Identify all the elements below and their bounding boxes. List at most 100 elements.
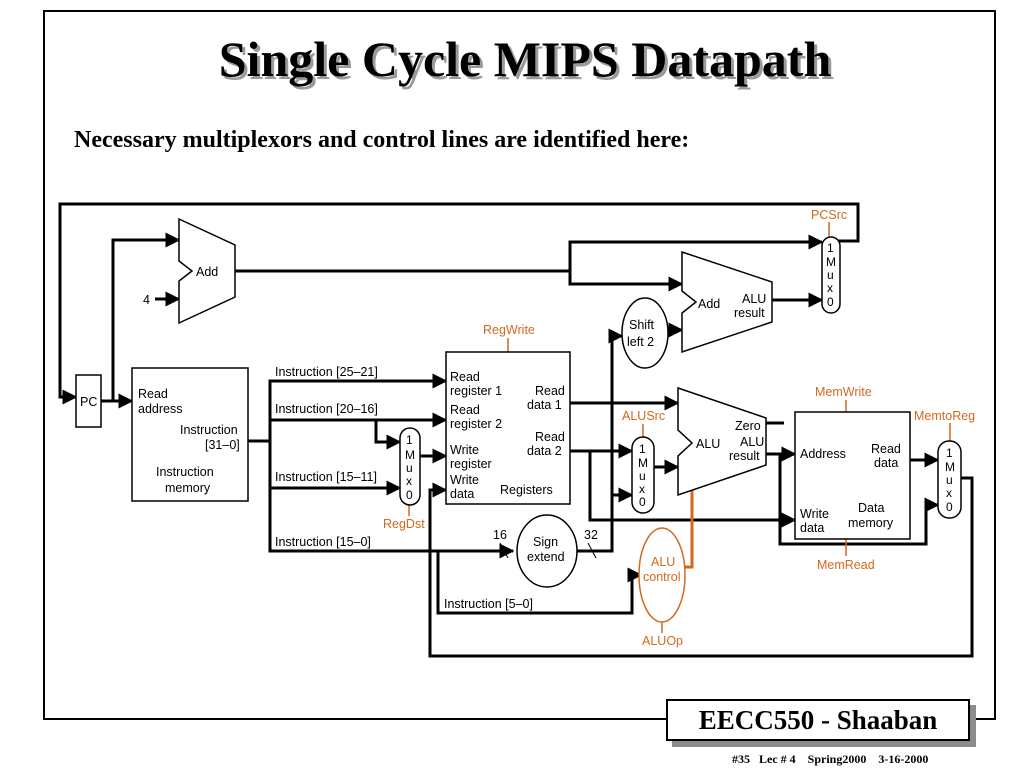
bit-width-16: 16 bbox=[493, 528, 507, 542]
reg-read-data-1-b: data 1 bbox=[527, 398, 562, 412]
memtoreg-mux-u: u bbox=[946, 473, 953, 487]
width-slash-32 bbox=[587, 542, 597, 559]
dmem-name-1: Data bbox=[858, 501, 884, 515]
sign-extend bbox=[516, 514, 578, 588]
regwrite-signal: RegWrite bbox=[483, 323, 535, 337]
shift-left-2 bbox=[621, 297, 669, 369]
course-badge: EECC550 - Shaaban bbox=[666, 699, 970, 741]
imem-name-1: Instruction bbox=[156, 465, 214, 479]
alu-zero-label: Zero bbox=[735, 419, 761, 433]
reg-write-register-b: register bbox=[450, 457, 492, 471]
alu-control bbox=[638, 527, 686, 623]
regdst-mux-m: M bbox=[405, 448, 415, 462]
memtoreg-mux-x: x bbox=[946, 486, 952, 500]
reg-write-data-b: data bbox=[450, 487, 474, 501]
reg-read-register-1-a: Read bbox=[450, 370, 480, 384]
pc-adder-label: Add bbox=[196, 265, 218, 279]
pc-register bbox=[75, 374, 102, 428]
regdst-signal: RegDst bbox=[383, 517, 425, 531]
field-5-0: Instruction [5–0] bbox=[444, 597, 533, 611]
dmem-name-2: memory bbox=[848, 516, 894, 530]
regdst-mux-u: u bbox=[406, 461, 413, 475]
branch-adder bbox=[681, 250, 773, 354]
alu-result-label-2: result bbox=[729, 449, 760, 463]
pcsrc-mux-zero: 0 bbox=[827, 295, 834, 309]
alu-result-label-1: ALU bbox=[740, 435, 764, 449]
shift-left-label-2: left 2 bbox=[627, 335, 654, 349]
alusrc-mux-one: 1 bbox=[639, 442, 646, 456]
dmem-read-data-2: data bbox=[874, 456, 898, 470]
sign-extend-label-1: Sign bbox=[533, 535, 558, 549]
reg-read-data-1-a: Read bbox=[535, 384, 565, 398]
control-lines bbox=[408, 222, 951, 633]
register-file bbox=[445, 351, 571, 505]
field-25-21: Instruction [25–21] bbox=[275, 365, 378, 379]
memwrite-signal: MemWrite bbox=[815, 385, 872, 399]
regdst-mux-x: x bbox=[406, 474, 412, 488]
const-four: 4 bbox=[143, 293, 150, 307]
reg-read-register-2-a: Read bbox=[450, 403, 480, 417]
instruction-memory bbox=[131, 367, 249, 502]
pcsrc-mux bbox=[821, 236, 841, 314]
imem-read-address-1: Read bbox=[138, 387, 168, 401]
reg-read-register-1-b: register 1 bbox=[450, 384, 502, 398]
memtoreg-mux-m: M bbox=[945, 460, 955, 474]
pcsrc-mux-u: u bbox=[827, 268, 834, 282]
reg-read-data-2-a: Read bbox=[535, 430, 565, 444]
bit-width-32: 32 bbox=[584, 528, 598, 542]
sign-extend-label-2: extend bbox=[527, 550, 565, 564]
regdst-mux-one: 1 bbox=[406, 433, 413, 447]
alu bbox=[677, 386, 767, 497]
field-15-0: Instruction [15–0] bbox=[275, 535, 371, 549]
reg-read-register-2-b: register 2 bbox=[450, 417, 502, 431]
reg-write-data-a: Write bbox=[450, 473, 479, 487]
branch-adder-result-2: result bbox=[734, 306, 765, 320]
slide-subtitle: Necessary multiplexors and control lines… bbox=[74, 127, 690, 153]
reg-write-register-a: Write bbox=[450, 443, 479, 457]
field-15-11: Instruction [15–11] bbox=[275, 470, 377, 484]
alusrc-signal: ALUSrc bbox=[622, 409, 665, 423]
data-memory bbox=[794, 411, 911, 540]
imem-read-address-2: address bbox=[138, 402, 182, 416]
regdst-mux bbox=[399, 427, 421, 506]
slide-footer: #35 Lec # 4 Spring2000 3-16-2000 bbox=[732, 752, 929, 766]
width-slash-16 bbox=[499, 542, 509, 559]
dmem-address-label: Address bbox=[800, 447, 846, 461]
alu-label: ALU bbox=[696, 437, 720, 451]
memtoreg-mux-one: 1 bbox=[946, 446, 953, 460]
alu-control-label-2: control bbox=[643, 570, 681, 584]
imem-instruction-1: Instruction bbox=[180, 423, 238, 437]
pcsrc-mux-one: 1 bbox=[827, 241, 834, 255]
slide-title: Single Cycle MIPS Datapath bbox=[218, 31, 832, 87]
wires bbox=[58, 202, 974, 658]
regdst-mux-zero: 0 bbox=[406, 488, 413, 502]
alu-control-label-1: ALU bbox=[651, 555, 675, 569]
alusrc-mux-zero: 0 bbox=[639, 495, 646, 509]
alusrc-mux bbox=[631, 436, 655, 514]
field-20-16: Instruction [20–16] bbox=[275, 402, 378, 416]
pc-label: PC bbox=[80, 395, 97, 409]
dmem-read-data-1: Read bbox=[871, 442, 901, 456]
memtoreg-signal: MemtoReg bbox=[914, 409, 975, 423]
imem-name-2: memory bbox=[165, 481, 211, 495]
memtoreg-mux-zero: 0 bbox=[946, 500, 953, 514]
pcsrc-mux-m: M bbox=[826, 255, 836, 269]
aluop-signal: ALUOp bbox=[642, 634, 683, 648]
dmem-write-data-1: Write bbox=[800, 507, 829, 521]
pcsrc-signal: PCSrc bbox=[811, 208, 847, 222]
dmem-write-data-2: data bbox=[800, 521, 824, 535]
pcsrc-mux-x: x bbox=[827, 281, 833, 295]
reg-read-data-2-b: data 2 bbox=[527, 444, 562, 458]
memtoreg-mux bbox=[937, 440, 962, 519]
reg-name: Registers bbox=[500, 483, 553, 497]
aluop-signal-line bbox=[685, 486, 694, 569]
alusrc-mux-m: M bbox=[638, 456, 648, 470]
pc-adder bbox=[178, 217, 236, 325]
alusrc-mux-u: u bbox=[639, 469, 646, 483]
shift-left-label-1: Shift bbox=[629, 318, 655, 332]
branch-adder-result-1: ALU bbox=[742, 292, 766, 306]
branch-adder-label: Add bbox=[698, 297, 720, 311]
memread-signal: MemRead bbox=[817, 558, 875, 572]
alusrc-mux-x: x bbox=[639, 482, 645, 496]
